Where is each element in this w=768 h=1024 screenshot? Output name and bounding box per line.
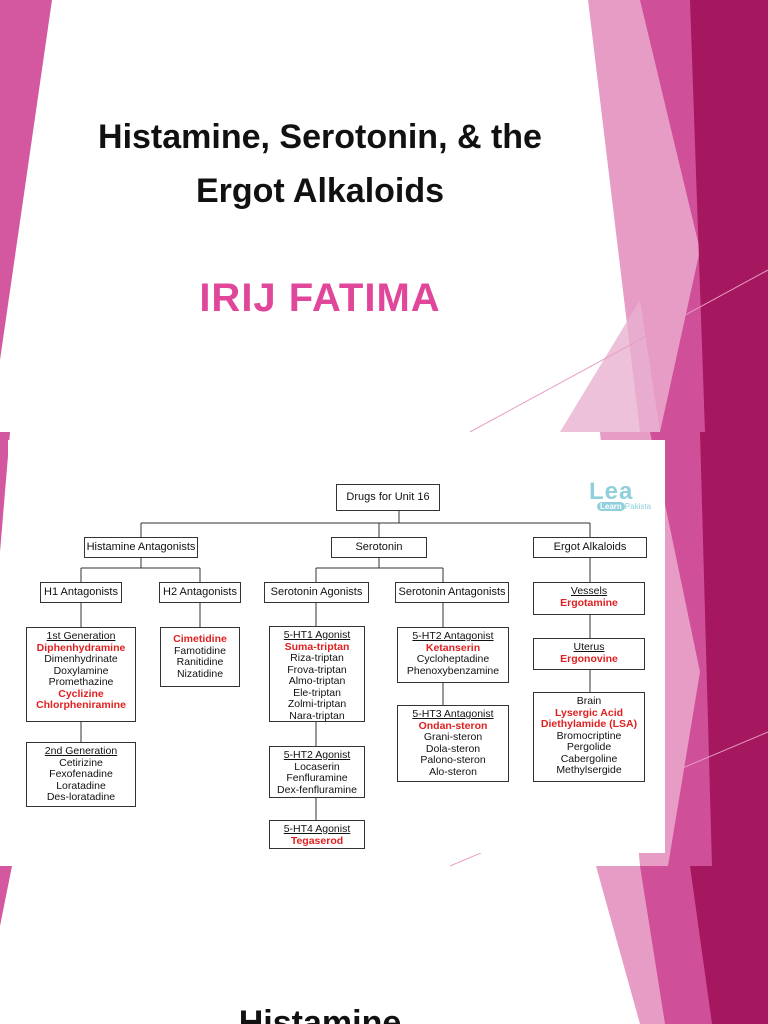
drug-item: Riza-triptan — [290, 652, 344, 664]
drug-item: Fexofenadine — [49, 768, 113, 780]
slide-title-line-1: Histamine, Serotonin, & the — [98, 118, 542, 156]
5ht2-agonist-box: 5-HT2 Agonist Locaserin Fenfluramine Dex… — [269, 746, 365, 798]
drug-item: Doxylamine — [53, 664, 109, 677]
drug-item: Grani-steron — [423, 731, 483, 743]
drug-item: Chlorpheniramine — [36, 699, 126, 711]
slide-title-line-2: Ergot Alkaloids — [195, 172, 445, 210]
drug-item: Palono-steron — [420, 754, 486, 766]
second-generation-heading: 2nd Generation — [44, 745, 118, 757]
drug-item: Dimenhydrinate — [44, 653, 118, 665]
drug-item: Tegaserod — [290, 834, 344, 847]
logo-text: Lea — [589, 478, 634, 505]
drug-item: Methylsergide — [556, 764, 622, 776]
drug-item: Diethylamide (LSA) — [540, 718, 638, 730]
serotonin-agonists-node: Serotonin Agonists — [264, 582, 369, 603]
drug-item: Dex-fenfluramine — [277, 783, 357, 796]
drug-item: Cimetidine — [173, 633, 227, 645]
drug-item: Cetirizine — [59, 756, 103, 769]
histamine-antagonists-node: Histamine Antagonists — [84, 537, 198, 558]
uterus-heading: Uterus — [573, 641, 605, 653]
5ht3-antagonist-box: 5-HT3 Antagonist Ondan-steron Grani-ster… — [397, 705, 509, 782]
brain-heading: Brain — [576, 695, 602, 707]
slide-decoration — [0, 866, 768, 1024]
vessels-heading: Vessels — [570, 585, 608, 597]
drug-item: Phenoxybenzamine — [406, 664, 500, 677]
drug-item: Alo-steron — [429, 765, 477, 778]
vessels-box: Vessels Ergotamine — [533, 582, 645, 615]
drug-item: Cycloheptadine — [416, 653, 490, 665]
drug-item: Almo-triptan — [288, 675, 346, 687]
first-generation-box: 1st Generation Diphenhydramine Dimenhydr… — [26, 627, 136, 722]
title-slide: Histamine, Serotonin, & the Ergot Alkalo… — [0, 0, 768, 432]
drug-item: Ele-triptan — [293, 686, 341, 699]
drug-item: Ergonovine — [560, 652, 618, 665]
serotonin-antagonists-node: Serotonin Antagonists — [395, 582, 509, 603]
drug-item: Diphenhydramine — [36, 641, 126, 654]
serotonin-node: Serotonin — [331, 537, 427, 558]
drug-item: Zolmi-triptan — [287, 698, 347, 710]
drug-item: Fenfluramine — [286, 772, 348, 784]
drug-item: Loratadine — [56, 779, 106, 792]
drug-item: Frova-triptan — [287, 663, 347, 676]
drug-item: Locaserin — [294, 760, 340, 773]
drug-item: Pergolide — [566, 741, 612, 753]
drug-item: Cyclizine — [58, 687, 104, 700]
drug-item: Nizatidine — [176, 667, 224, 680]
second-generation-box: 2nd Generation Cetirizine Fexofenadine L… — [26, 742, 136, 807]
h2-antagonists-node: H2 Antagonists — [159, 582, 241, 603]
drug-item: Ketanserin — [425, 641, 481, 654]
ergot-alkaloids-node: Ergot Alkaloids — [533, 537, 647, 558]
brain-box: Brain Lysergic Acid Diethylamide (LSA) B… — [533, 692, 645, 782]
uterus-box: Uterus Ergonovine — [533, 638, 645, 670]
5ht2-antagonist-heading: 5-HT2 Antagonist — [412, 630, 494, 642]
drug-item: Ondan-steron — [418, 719, 488, 732]
next-slide-partial: Histamine — [0, 866, 768, 1024]
drug-item: Dola-steron — [425, 742, 481, 755]
5ht4-agonist-box: 5-HT4 Agonist Tegaserod — [269, 820, 365, 849]
5ht2-agonist-heading: 5-HT2 Agonist — [283, 749, 351, 761]
drug-item: Lysergic Acid — [554, 706, 624, 719]
drug-item: Bromocriptine — [556, 729, 622, 742]
h1-antagonists-node: H1 Antagonists — [40, 582, 122, 603]
slide-3-title: Histamine — [238, 1004, 402, 1024]
drug-item: Des-loratadine — [46, 791, 116, 803]
drug-item: Nara-triptan — [289, 709, 345, 722]
5ht1-agonist-box: 5-HT1 Agonist Suma-triptan Riza-triptan … — [269, 626, 365, 722]
drug-item: Famotidine — [174, 644, 226, 657]
slide-decoration — [0, 0, 768, 432]
first-generation-heading: 1st Generation — [46, 630, 116, 642]
5ht2-antagonist-box: 5-HT2 Antagonist Ketanserin Cycloheptadi… — [397, 627, 509, 683]
root-node: Drugs for Unit 16 — [336, 484, 440, 511]
drug-item: Suma-triptan — [284, 640, 350, 653]
drug-item: Ergotamine — [560, 596, 618, 609]
5ht3-antagonist-heading: 5-HT3 Antagonist — [412, 708, 494, 720]
h2-drugs-box: Cimetidine Famotidine Ranitidine Nizatid… — [160, 627, 240, 687]
drug-item: Promethazine — [48, 676, 114, 688]
drug-item: Ranitidine — [176, 656, 224, 668]
chart-connectors — [80, 511, 591, 820]
drug-item: Cabergoline — [560, 752, 618, 765]
author-name: IRIJ FATIMA — [199, 276, 441, 320]
5ht1-agonist-heading: 5-HT1 Agonist — [283, 629, 351, 641]
5ht4-agonist-heading: 5-HT4 Agonist — [283, 823, 351, 835]
